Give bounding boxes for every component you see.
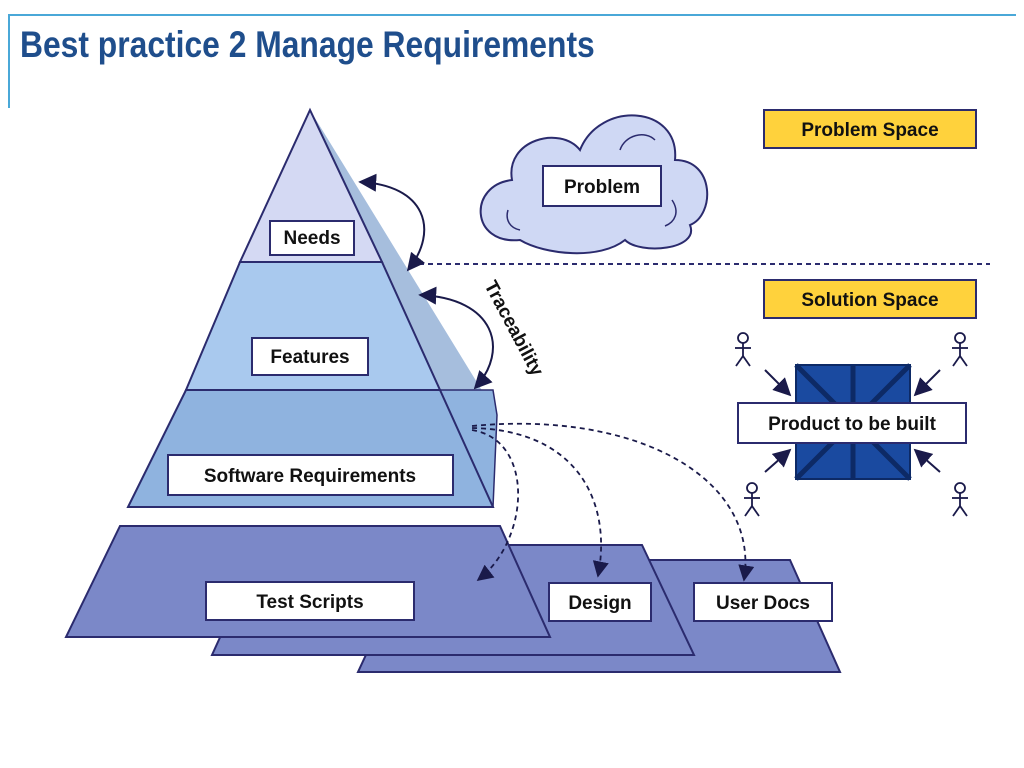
features-label: Features [270,347,349,368]
title-accent-line [8,14,1016,16]
pyramid [126,107,498,508]
software-requirements-label: Software Requirements [204,466,416,487]
user-docs-box: User Docs [693,582,833,622]
needs-label: Needs [283,228,340,249]
needs-box: Needs [269,220,355,256]
stakeholder-icon [952,482,968,517]
stakeholder-icon [952,332,968,367]
trace-arrow-design [471,427,609,578]
product-label-box: Product to be built [737,402,967,444]
title-accent-bar [8,14,10,108]
problem-space-tag: Problem Space [763,109,977,149]
solution-space-label: Solution Space [801,290,938,311]
stakeholder-icon [744,482,760,517]
user-docs-label: User Docs [716,593,810,614]
software-requirements-box: Software Requirements [167,454,454,496]
design-box: Design [548,582,652,622]
features-box: Features [251,337,369,376]
stakeholder-arrows [764,369,941,473]
test-scripts-label: Test Scripts [256,592,363,613]
stakeholder-icon [735,332,751,367]
product-label: Product to be built [768,414,936,435]
problem-box: Problem [542,165,662,207]
trace-arrow-features-requirements [418,286,494,390]
design-label: Design [568,593,631,614]
trace-arrow-test-scripts [471,429,520,581]
slide-title: Best practice 2 Manage Requirements [20,24,595,65]
trace-arrow-user-docs [471,422,755,582]
problem-label: Problem [564,177,640,198]
dashed-trace-arrows [471,422,755,582]
trace-arrow-needs-features [358,173,426,272]
test-scripts-box: Test Scripts [205,581,415,621]
problem-space-label: Problem Space [801,120,938,141]
solution-space-tag: Solution Space [763,279,977,319]
